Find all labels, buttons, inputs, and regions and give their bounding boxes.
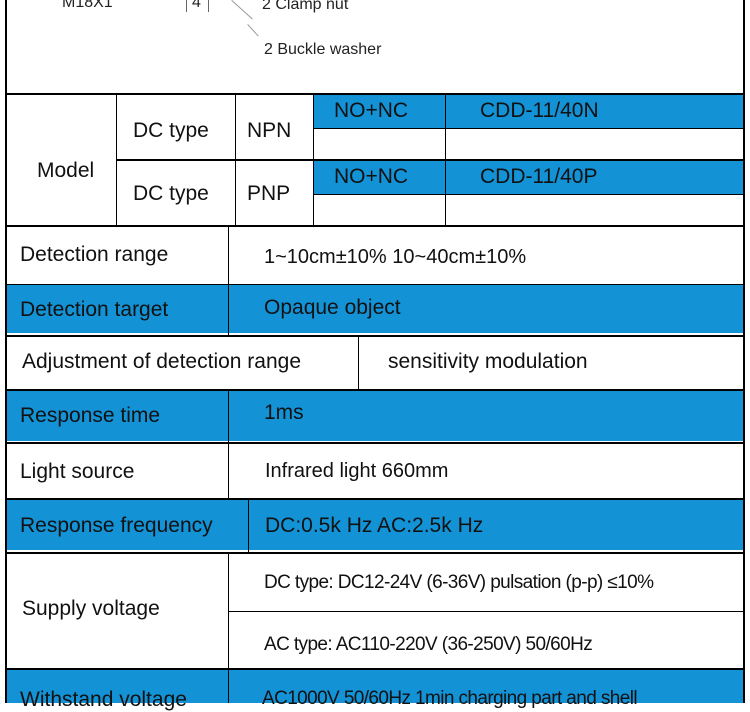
- row-divider: [5, 552, 745, 554]
- clamp-nut-label: 2 Clamp nut: [262, 0, 349, 13]
- withstand-voltage-label: Withstand voltage: [20, 688, 187, 711]
- col-divider: [445, 93, 446, 226]
- row-divider: [116, 159, 745, 161]
- dimension-tick: [186, 0, 187, 12]
- detection-target-label: Detection target: [20, 298, 169, 321]
- col-divider: [235, 93, 236, 226]
- model-row2-band: [313, 160, 743, 194]
- model-row1-type: DC type: [133, 119, 209, 142]
- model-label: Model: [37, 159, 95, 182]
- dimension-tick: [208, 0, 209, 12]
- row-divider: [5, 335, 745, 337]
- model-row2-output: NO+NC: [334, 165, 409, 188]
- adjustment-label: Adjustment of detection range: [22, 350, 302, 373]
- model-row2-code: CDD-11/40P: [480, 165, 598, 188]
- col-divider: [228, 226, 229, 336]
- detection-range-label: Detection range: [20, 243, 169, 266]
- col-divider: [358, 336, 359, 390]
- detection-target-band: [7, 285, 743, 333]
- response-time-value: 1ms: [264, 401, 304, 424]
- model-row1-code: CDD-11/40N: [480, 99, 599, 122]
- response-frequency-value: DC:0.5k Hz AC:2.5k Hz: [265, 514, 484, 537]
- response-time-label: Response time: [20, 404, 161, 427]
- dimension-label: 4: [192, 0, 201, 11]
- light-source-value: Infrared light 660mm: [265, 460, 449, 482]
- adjustment-value: sensitivity modulation: [388, 350, 588, 373]
- row-divider: [313, 194, 745, 195]
- row-divider: [5, 389, 745, 391]
- row-divider: [228, 611, 745, 612]
- model-row1-output: NO+NC: [334, 99, 409, 122]
- light-source-label: Light source: [20, 460, 135, 483]
- model-row1-band: [313, 95, 743, 128]
- row-divider: [5, 668, 745, 670]
- row-divider: [5, 442, 745, 444]
- supply-voltage-ac: AC type: AC110-220V (36-250V) 50/60Hz: [264, 634, 593, 655]
- supply-voltage-label: Supply voltage: [22, 597, 160, 620]
- response-frequency-band: [7, 500, 743, 550]
- table-frame: [5, 0, 745, 703]
- detection-target-value: Opaque object: [264, 296, 401, 319]
- row-divider: [5, 284, 745, 285]
- row-divider: [5, 93, 745, 95]
- model-row2-polarity: PNP: [247, 182, 291, 205]
- row-divider: [313, 128, 745, 129]
- row-divider: [5, 498, 745, 500]
- withstand-voltage-band: [7, 670, 743, 703]
- row-divider: [5, 225, 745, 227]
- withstand-voltage-value: AC1000V 50/60Hz 1min charging part and s…: [262, 688, 638, 709]
- model-row2-type: DC type: [133, 182, 209, 205]
- col-divider: [228, 390, 229, 498]
- response-frequency-label: Response frequency: [20, 514, 213, 537]
- detection-range-value: 1~10cm±10% 10~40cm±10%: [264, 246, 527, 268]
- response-time-band: [7, 391, 743, 441]
- col-divider: [228, 553, 229, 703]
- model-row1-polarity: NPN: [247, 119, 292, 142]
- col-divider: [313, 93, 314, 226]
- col-divider: [248, 499, 249, 553]
- supply-voltage-dc: DC type: DC12-24V (6-36V) pulsation (p-p…: [264, 572, 654, 593]
- thread-label: M18X1: [62, 0, 113, 11]
- buckle-washer-label: 2 Buckle washer: [264, 41, 382, 58]
- col-divider: [116, 93, 117, 226]
